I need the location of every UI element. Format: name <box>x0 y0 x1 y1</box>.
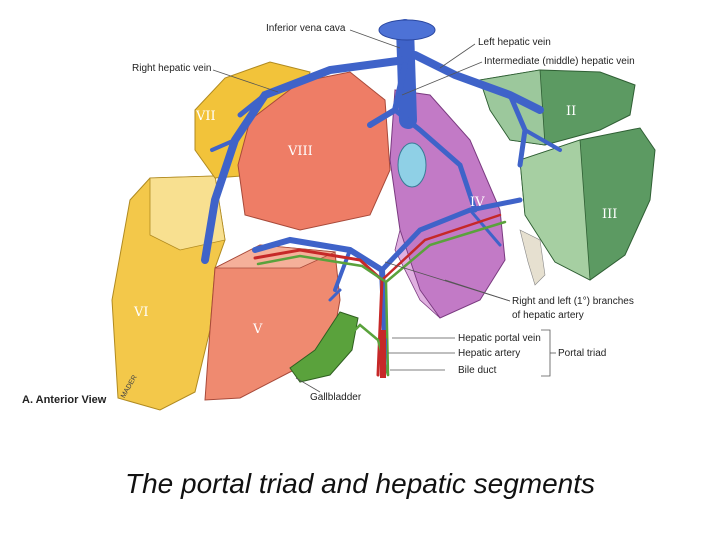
ligament <box>519 229 546 286</box>
segment-label-viii: VIII <box>287 144 313 159</box>
label-artery-branches-2: of hepatic artery <box>512 310 584 321</box>
caudate-vessel <box>397 142 427 188</box>
gallbladder <box>289 311 359 383</box>
label-ivc: Inferior vena cava <box>266 23 346 34</box>
leader-lines <box>212 29 556 393</box>
hepatic-veins <box>201 19 562 338</box>
segment-label-ii: II <box>566 104 576 119</box>
label-right-hepatic-vein: Right hepatic vein <box>132 63 212 74</box>
label-middle-hepatic-vein: Intermediate (middle) hepatic vein <box>484 56 635 67</box>
label-left-hepatic-vein: Left hepatic vein <box>478 37 551 48</box>
segment-label-vi: VI <box>133 305 149 320</box>
label-bile-duct: Bile duct <box>458 365 497 376</box>
segment-label-v: V <box>252 322 263 337</box>
segment-viii <box>237 71 391 231</box>
label-portal-triad: Portal triad <box>558 348 606 359</box>
segment-label-iv: IV <box>470 195 485 210</box>
portal-triad-vessels <box>253 213 507 378</box>
ivc-top <box>378 19 436 41</box>
label-hepatic-artery: Hepatic artery <box>458 348 520 359</box>
segment-iv-face <box>394 228 441 319</box>
label-gallbladder: Gallbladder <box>310 392 362 403</box>
segment-iii-face <box>519 139 591 281</box>
label-artery-branches-1: Right and left (1°) branches <box>512 296 634 307</box>
view-label: A. Anterior View <box>22 394 107 406</box>
segment-label-iii: III <box>602 207 617 222</box>
artery-trunk <box>380 330 386 378</box>
segment-label-vii: VII <box>195 109 216 124</box>
label-portal-vein: Hepatic portal vein <box>458 333 541 344</box>
caption: The portal triad and hepatic segments <box>124 468 596 499</box>
